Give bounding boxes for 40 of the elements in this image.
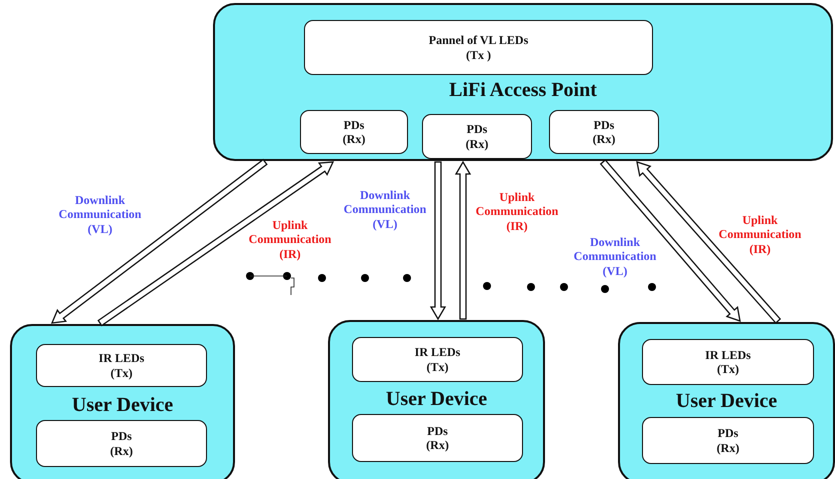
component-label: PDs (Rx) — [342, 118, 366, 146]
component-box — [352, 414, 523, 462]
edge-label: Downlink Communication (VL) — [572, 235, 658, 278]
hollow-arrow — [50, 158, 268, 324]
device-title: User Device — [674, 390, 778, 413]
component-box — [642, 339, 814, 385]
component-box — [642, 417, 814, 464]
component-label: PDs (Rx) — [464, 122, 490, 151]
hollow-arrow — [97, 161, 334, 326]
hollow-arrow — [430, 161, 446, 320]
component-label: PDs (Rx) — [109, 429, 134, 458]
edge-label: Uplink Communication (IR) — [718, 213, 802, 256]
edge-label: Downlink Communication (VL) — [342, 188, 428, 232]
device-panel — [213, 3, 833, 161]
edge-label: Downlink Communication (VL) — [58, 193, 142, 236]
device-title: User Device — [384, 388, 488, 411]
component-label: PDs (Rx) — [592, 118, 616, 146]
device-title: LiFi Access Point — [448, 79, 598, 102]
edge-label: Uplink Communication (IR) — [474, 190, 560, 234]
component-box — [352, 337, 523, 382]
component-box — [36, 344, 207, 387]
component-label: PDs (Rx) — [425, 424, 450, 452]
component-box — [300, 110, 408, 154]
component-box — [549, 110, 659, 154]
component-label: PDs (Rx) — [716, 426, 740, 455]
device-panel — [618, 322, 835, 479]
component-box — [422, 114, 532, 159]
device-panel — [328, 320, 545, 479]
device-title: User Device — [70, 394, 174, 417]
component-label: IR LEDs (Tx) — [98, 351, 146, 380]
component-box — [36, 420, 207, 467]
device-panel — [10, 324, 235, 479]
component-label: IR LEDs (Tx) — [414, 345, 462, 374]
hollow-arrow — [600, 159, 741, 322]
component-label: Pannel of VL LEDs (Tx ) — [428, 33, 530, 62]
hollow-arrow — [454, 160, 472, 320]
component-label: IR LEDs (Tx) — [704, 348, 752, 376]
component-box — [304, 20, 653, 75]
hollow-arrow — [636, 161, 782, 324]
edge-label: Uplink Communication (IR) — [248, 218, 332, 262]
